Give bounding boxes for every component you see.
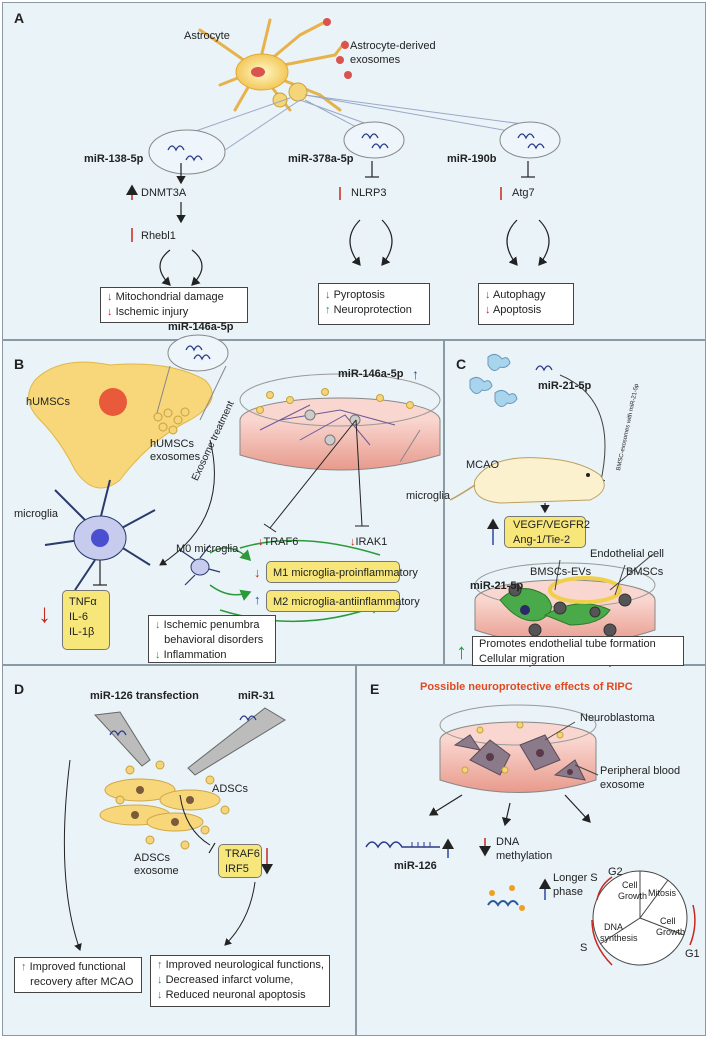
outcome-text: ↓ Autophagy: [485, 289, 546, 301]
outcome-box: ↓ Mitochondrial damage ↓ Ischemic injury: [100, 287, 248, 323]
neuroblastoma-label: Neuroblastoma: [580, 712, 655, 724]
m0-label: M0 microglia: [176, 543, 239, 555]
m2-box: M2 microglia-antiinflammatory: [266, 590, 420, 612]
mirna-146-dish-label: miR-146a-5p: [338, 368, 404, 380]
outcome-text: ↓ Ischemic penumbra: [155, 619, 260, 631]
cycle-synth-1: DNA: [604, 922, 624, 932]
cytokine-box: TNFα IL-6 IL-1β: [62, 590, 110, 650]
ripc-title: Possible neuroprotective effects of RIPC: [420, 681, 633, 693]
adscs-exo-label-1: ADSCs: [134, 852, 171, 864]
down-arrow: ↓: [254, 565, 261, 580]
cycle-g1: G1: [685, 948, 700, 960]
outcome-box-left: ↑ Improved functional recovery after MCA…: [14, 957, 142, 993]
target-box: TRAF6 IRF5: [218, 844, 262, 878]
cycle-growth-1b: Growth: [618, 891, 648, 901]
cycle-mitosis: Mitosis: [648, 888, 677, 898]
outcome-box: ↓ Ischemic penumbra behavioral disorders…: [148, 615, 276, 663]
outcome-text: ↓ Pyroptosis: [325, 289, 385, 301]
mirna-21-dish-label: miR-21-5p: [470, 580, 524, 592]
mirna-label: miR-190b: [447, 153, 497, 165]
factor-box: VEGF/VEGFR2 Ang-1/Tie-2: [504, 516, 590, 548]
outcome-text: ↓ Mitochondrial damage: [107, 291, 224, 303]
hucs-label: hUMSCs: [26, 396, 71, 408]
panel-b-label: B: [14, 356, 25, 372]
panel-e-label: E: [370, 681, 380, 697]
cycle-growth-2a: Cell: [660, 916, 676, 926]
cell-cycle-diagram: [591, 870, 696, 966]
mirna-21-label: miR-21-5p: [538, 380, 592, 392]
mirna-label: miR-138-5p: [84, 153, 144, 165]
up-arrow: ↑: [412, 366, 419, 382]
pb-exo-label-1: Peripheral blood: [600, 765, 681, 777]
dna-label-2: methylation: [496, 850, 553, 862]
up-arrow: ↑: [456, 639, 467, 664]
panel-a-label: A: [14, 10, 25, 26]
mcao-label: MCAO: [466, 459, 499, 471]
cycle-growth-1a: Cell: [622, 880, 638, 890]
target-label: NLRP3: [351, 187, 387, 199]
panel-c-label: C: [456, 356, 467, 372]
outcome-box: ↓ Autophagy ↓ Apoptosis: [478, 283, 574, 325]
down-arrow: ↓: [38, 598, 51, 628]
exosomes-label-1: Astrocyte-derived: [350, 40, 436, 52]
longer-s-label-1: Longer S: [553, 872, 598, 884]
panel-d-label: D: [14, 681, 25, 697]
cycle-growth-2b: Growth: [656, 927, 686, 937]
irak1-label: ↓IRAK1: [350, 536, 388, 548]
outcome-text: ↓ Apoptosis: [485, 304, 542, 316]
mirna-146-label: miR-146a-5p: [168, 321, 234, 333]
target-label: DNMT3A: [141, 187, 187, 199]
outcome-text: ↓ Inflammation: [155, 649, 227, 661]
outcome-text: behavioral disorders: [164, 634, 264, 646]
astrocyte-graphic: [198, 18, 352, 112]
outcome-box: ↓ Pyroptosis ↑ Neuroprotection: [318, 283, 430, 325]
up-arrow: ↑: [254, 592, 261, 607]
mir31-label: miR-31: [238, 690, 275, 702]
transfection-label: miR-126 transfection: [90, 690, 199, 702]
endothelial-label: Endothelial cell: [590, 548, 664, 560]
outcome-text: ↑ Neuroprotection: [325, 304, 412, 316]
m1-box: M1 microglia-proinflammatory: [266, 561, 418, 583]
bmscs-label: BMSCs: [626, 566, 664, 578]
outcome-text: Cellular migration: [479, 653, 565, 665]
outcome-text: ↓ Ischemic injury: [107, 306, 189, 318]
adscs-exo-label-2: exosome: [134, 865, 179, 877]
microglia-left-label: microglia: [14, 508, 59, 520]
outcome-box-right: ↑ Improved neurological functions, ↓ Dec…: [150, 955, 330, 1007]
cycle-s: S: [580, 942, 588, 954]
hucs-exo-label-2: exosomes: [150, 451, 201, 463]
target-label: Rhebl1: [141, 230, 176, 242]
dna-label-1: DNA: [496, 836, 520, 848]
exosomes-label-2: exosomes: [350, 54, 401, 66]
evs-label: BMSCs-EVs: [530, 566, 592, 578]
hucs-exo-label-1: hUMSCs: [150, 438, 195, 450]
microglia-dish-label: microglia: [406, 490, 451, 502]
traf6-label: ↓TRAF6: [258, 536, 299, 548]
cycle-synth-2: synthesis: [600, 933, 638, 943]
target-label: Atg7: [512, 187, 535, 199]
adscs-label: ADSCs: [212, 783, 249, 795]
cycle-g2: G2: [608, 866, 623, 878]
longer-s-label-2: phase: [553, 886, 583, 898]
pb-exo-label-2: exosome: [600, 779, 645, 791]
astrocyte-label: Astrocyte: [184, 30, 230, 42]
mirna-126-label: miR-126: [394, 860, 437, 872]
mirna-label: miR-378a-5p: [288, 153, 354, 165]
outcome-text: Promotes endothelial tube formation: [479, 638, 656, 650]
